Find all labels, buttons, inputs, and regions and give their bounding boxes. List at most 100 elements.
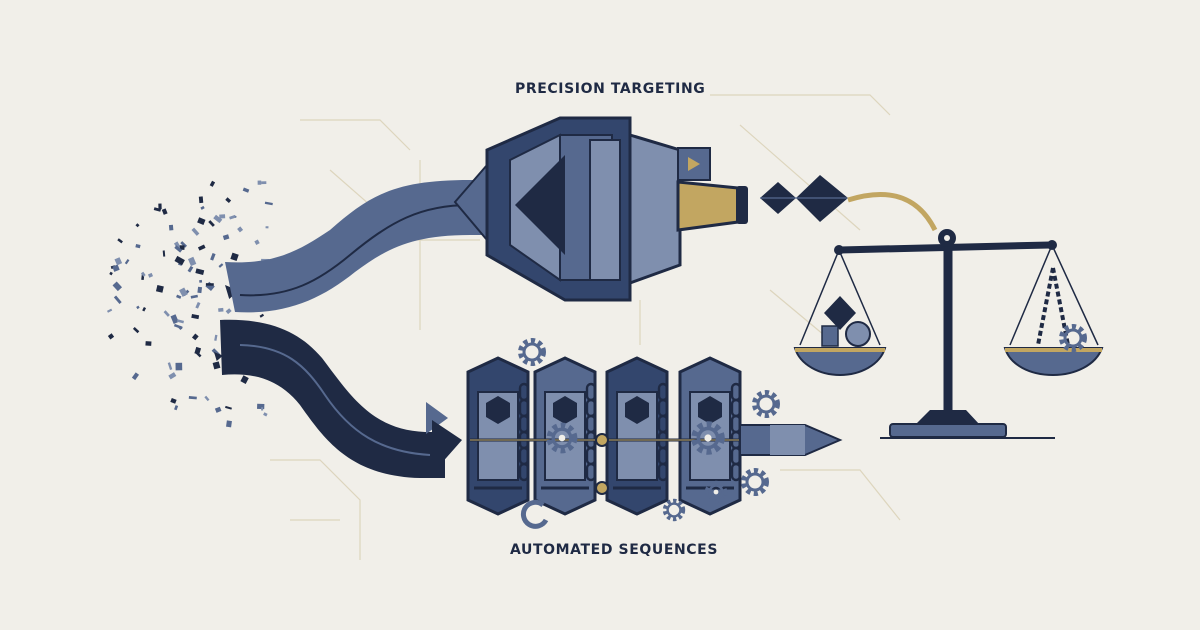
particle [136,305,140,310]
particle [187,265,194,273]
particle [109,271,113,276]
particle [191,314,200,320]
particle [222,234,230,241]
particle [112,281,123,292]
particle [179,245,185,250]
particle [124,259,130,265]
particle [170,398,177,404]
particle [197,286,203,294]
particle [212,361,221,370]
particle [261,181,267,185]
particle [208,220,215,227]
balance-scale-icon [793,229,1104,439]
particle [210,253,216,261]
particle [259,313,265,318]
particle [218,263,224,268]
particle [153,207,162,212]
particle [219,214,226,219]
particle [167,362,173,370]
particle [261,407,264,411]
particle [180,241,188,248]
particle [113,295,122,305]
lower-ribbon [220,319,445,478]
particle [195,268,205,275]
particle [163,310,170,317]
particle [188,396,197,400]
chain-gear-machine-icon [426,341,843,529]
particle [174,255,185,266]
particle [257,180,262,185]
particle [179,287,188,297]
particle [191,227,200,236]
particle [209,180,216,187]
particle [187,256,197,267]
particle [194,346,202,355]
particle [214,406,222,413]
particle [200,205,205,210]
particle [213,214,223,224]
particle [168,224,174,231]
particle [191,333,199,341]
particle [229,214,236,220]
particle [218,307,224,312]
particle [174,405,179,411]
particle [240,375,249,384]
particle [225,197,232,204]
block-hex [553,396,577,424]
particle [132,327,140,334]
particle [131,372,140,381]
particle [135,244,141,249]
particle [174,245,183,253]
funnel-machine-icon [453,116,748,302]
particle [195,302,201,309]
particle [106,308,113,313]
particle [176,319,185,324]
particle [112,264,120,272]
particle [257,403,265,410]
particle [170,314,179,324]
block-hex [486,396,510,424]
particle [145,341,152,346]
particle [226,420,232,428]
particle [265,226,269,229]
particle [214,334,218,341]
particle [225,308,232,315]
particle [176,294,182,299]
automated-sequences-label: AUTOMATED SEQUENCES [510,542,719,558]
particle [162,250,166,257]
particle [147,272,154,278]
particle [198,196,204,204]
particle [135,223,140,228]
upper-ribbon [225,180,490,313]
particle [175,362,183,371]
particle [190,294,198,299]
block-hex [698,396,722,424]
particle [168,372,177,380]
particle [199,279,203,283]
particle [114,257,123,266]
particle [173,241,181,249]
particle [161,208,168,215]
particle [230,252,239,261]
precision-targeting-label: PRECISION TARGETING [515,81,706,97]
particle [242,187,250,193]
particle [158,203,162,210]
particle [254,239,260,245]
block-hex [625,396,649,424]
particle [155,285,164,293]
particle [197,244,206,251]
particle [237,226,244,233]
shard [214,352,223,361]
particle [225,405,232,410]
scattered-particles [106,180,273,428]
particle [107,333,115,340]
particle [117,238,123,244]
particle [173,323,183,330]
particle [197,217,206,225]
particle [205,283,214,286]
background-circuit-lines [270,94,901,560]
particle [204,395,210,402]
particle [263,412,268,417]
particle [140,271,146,277]
